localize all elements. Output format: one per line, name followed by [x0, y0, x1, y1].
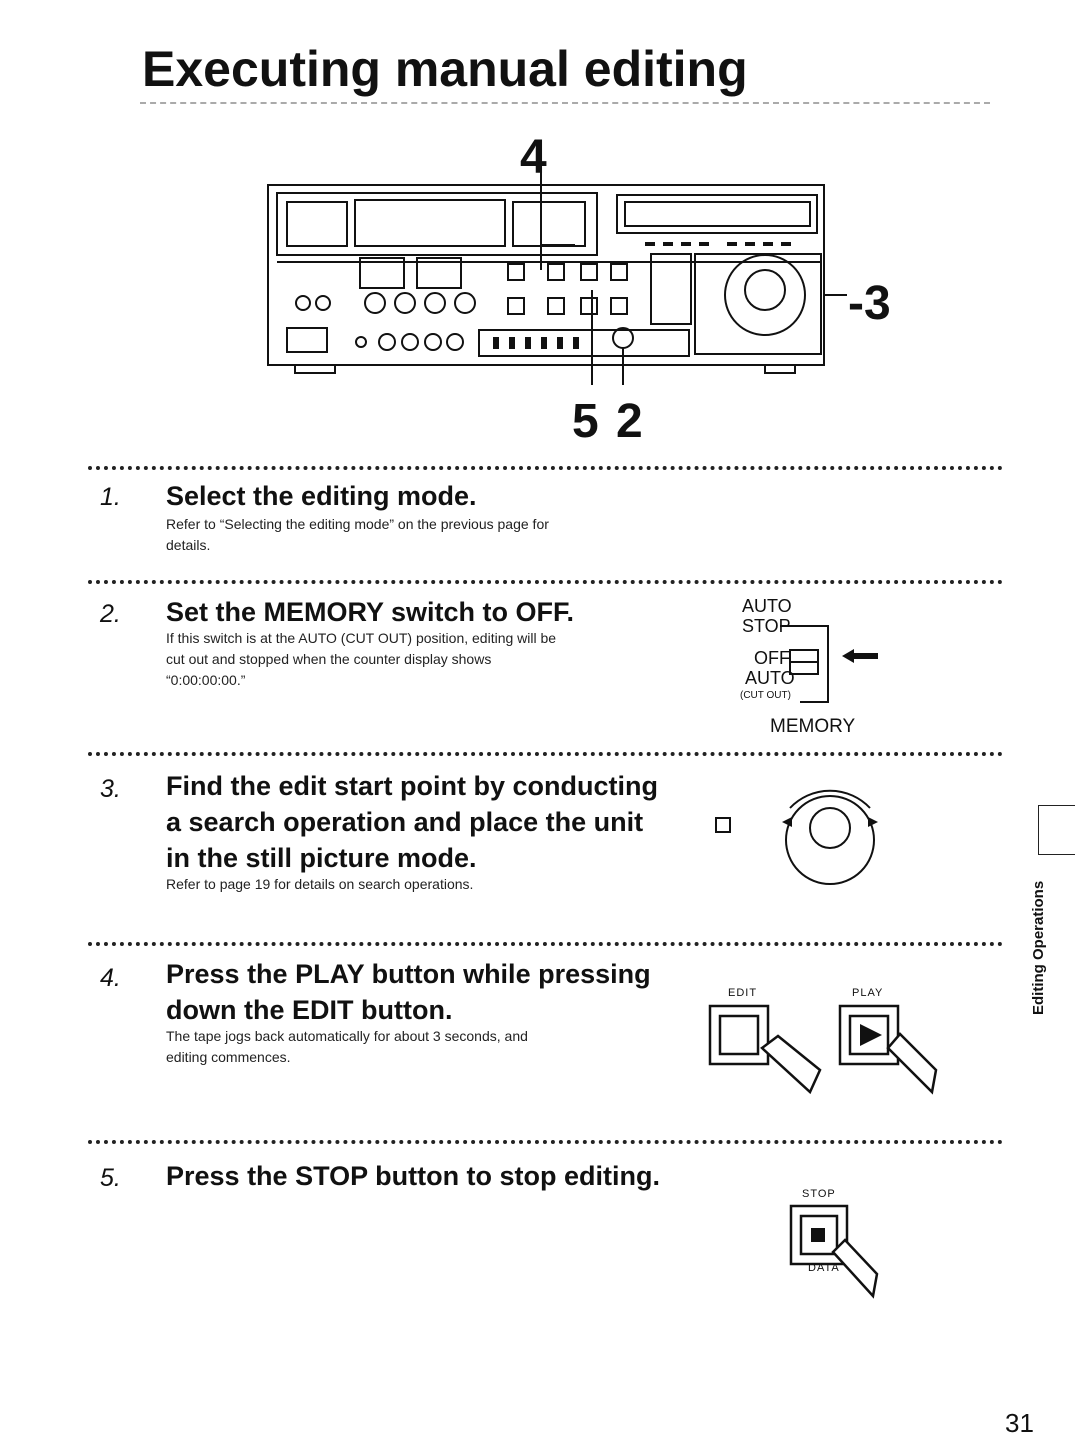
separator: [88, 1140, 1003, 1144]
page-title: Executing manual editing: [142, 41, 748, 97]
search-dial-icon: [715, 789, 878, 885]
callout-4: 4: [520, 131, 547, 184]
memory-switch-off-label: OFF: [754, 648, 790, 668]
step-3-number: 3.: [100, 775, 121, 803]
edit-button-label: EDIT: [728, 987, 758, 999]
vtr-front-panel-illustration: [267, 170, 847, 385]
memory-switch-caption: MEMORY: [770, 716, 856, 737]
step-5-number: 5.: [100, 1164, 121, 1192]
data-button-label: DATA: [808, 1262, 840, 1274]
step-2-number: 2.: [100, 600, 121, 628]
memory-switch-cutout-label: (CUT OUT): [740, 690, 791, 701]
step-1-heading: Select the editing mode.: [166, 481, 477, 511]
separator: [88, 466, 1003, 470]
step-1-number: 1.: [100, 483, 121, 511]
step-4-number: 4.: [100, 964, 121, 992]
step-2-heading: Set the MEMORY switch to OFF.: [166, 597, 575, 627]
separator: [88, 942, 1003, 946]
memory-switch-icon: [780, 625, 878, 703]
separator: [88, 580, 1003, 584]
step-4-heading: Press the PLAY button while pressing dow…: [166, 959, 651, 1025]
step-5-heading: Press the STOP button to stop editing.: [166, 1161, 661, 1191]
step-3-heading: Find the edit start point by conducting …: [166, 771, 658, 873]
callout-5-2: 5 2: [572, 395, 645, 448]
play-button-label: PLAY: [852, 987, 884, 999]
page-number: 31: [1005, 1408, 1034, 1438]
title-rule: [140, 102, 990, 104]
step-3-body: Refer to page 19 for details on search o…: [166, 876, 474, 892]
separator: [88, 752, 1003, 756]
memory-switch-auto-stop-label: AUTO STOP: [742, 596, 792, 636]
memory-switch-auto-label: AUTO: [745, 668, 795, 688]
callout-3: -3: [848, 277, 891, 330]
stop-button-label: STOP: [802, 1188, 836, 1200]
step-4-body: The tape jogs back automatically for abo…: [166, 1028, 528, 1065]
stop-button-icon: [789, 1204, 879, 1299]
step-1-body: Refer to “Selecting the editing mode” on…: [166, 516, 549, 553]
chapter-tab-label: Editing Operations: [1030, 880, 1047, 1015]
step-2-body: If this switch is at the AUTO (CUT OUT) …: [166, 630, 557, 688]
edit-play-buttons-icon: [708, 1004, 938, 1095]
chapter-tab-marker: [1038, 805, 1075, 855]
